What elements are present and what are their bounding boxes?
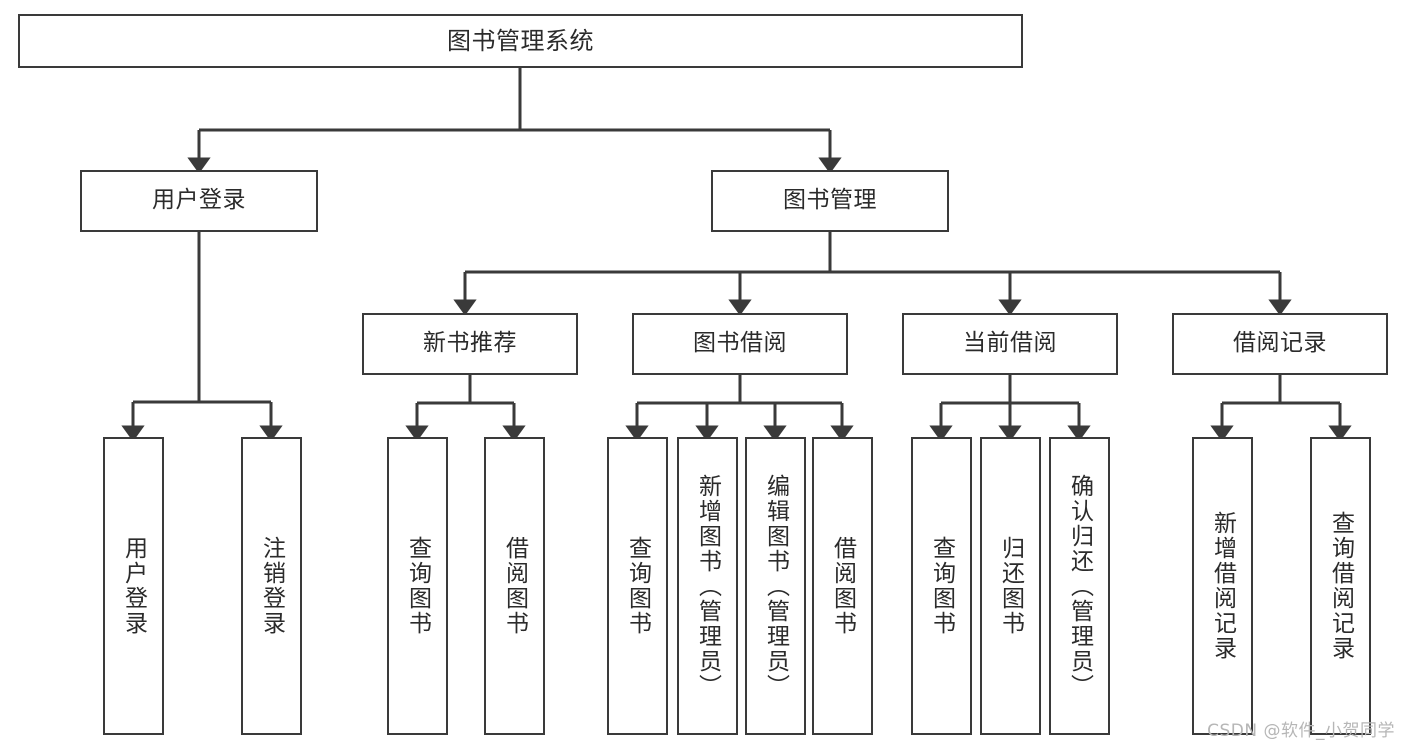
node-current-borrow[interactable]: 当前借阅 [902,313,1118,375]
node-label: 查询图书 [624,536,651,636]
node-label: 图书管理 [783,187,877,214]
node-label: 用户登录 [120,536,147,636]
node-label: 查询图书 [404,536,431,636]
leaf-current-borrow-confirm-return[interactable]: 确认归还（管理员） [1049,437,1110,735]
node-book-management[interactable]: 图书管理 [711,170,949,232]
node-label: 编辑图书（管理员） [762,473,789,699]
node-label: 当前借阅 [963,330,1057,357]
node-label: 图书借阅 [693,330,787,357]
leaf-book-borrow-query[interactable]: 查询图书 [607,437,668,735]
node-root-system[interactable]: 图书管理系统 [18,14,1023,68]
node-new-book-recommend[interactable]: 新书推荐 [362,313,578,375]
node-label: 确认归还（管理员） [1066,473,1093,699]
node-label: 归还图书 [997,536,1024,636]
node-label: 图书管理系统 [447,26,594,55]
leaf-user-login-logout[interactable]: 注销登录 [241,437,302,735]
node-book-borrow[interactable]: 图书借阅 [632,313,848,375]
leaf-current-borrow-return[interactable]: 归还图书 [980,437,1041,735]
node-label: 查询图书 [928,536,955,636]
leaf-borrow-record-query[interactable]: 查询借阅记录 [1310,437,1371,735]
node-label: 借阅图书 [501,536,528,636]
node-borrow-record[interactable]: 借阅记录 [1172,313,1388,375]
node-label: 借阅图书 [829,536,856,636]
node-label: 借阅记录 [1233,330,1327,357]
node-label: 用户登录 [152,187,246,214]
csdn-watermark: CSDN @软件_小贺同学 [1207,721,1395,741]
leaf-book-borrow-borrow[interactable]: 借阅图书 [812,437,873,735]
leaf-book-borrow-add[interactable]: 新增图书（管理员） [677,437,738,735]
leaf-new-book-query[interactable]: 查询图书 [387,437,448,735]
node-user-login[interactable]: 用户登录 [80,170,318,232]
leaf-new-book-borrow[interactable]: 借阅图书 [484,437,545,735]
leaf-current-borrow-query[interactable]: 查询图书 [911,437,972,735]
node-label: 新增借阅记录 [1209,511,1236,661]
node-label: 新书推荐 [423,330,517,357]
node-label: 新增图书（管理员） [694,473,721,699]
leaf-borrow-record-add[interactable]: 新增借阅记录 [1192,437,1253,735]
node-label: 注销登录 [258,536,285,636]
leaf-user-login-login[interactable]: 用户登录 [103,437,164,735]
leaf-book-borrow-edit[interactable]: 编辑图书（管理员） [745,437,806,735]
node-label: 查询借阅记录 [1327,511,1354,661]
